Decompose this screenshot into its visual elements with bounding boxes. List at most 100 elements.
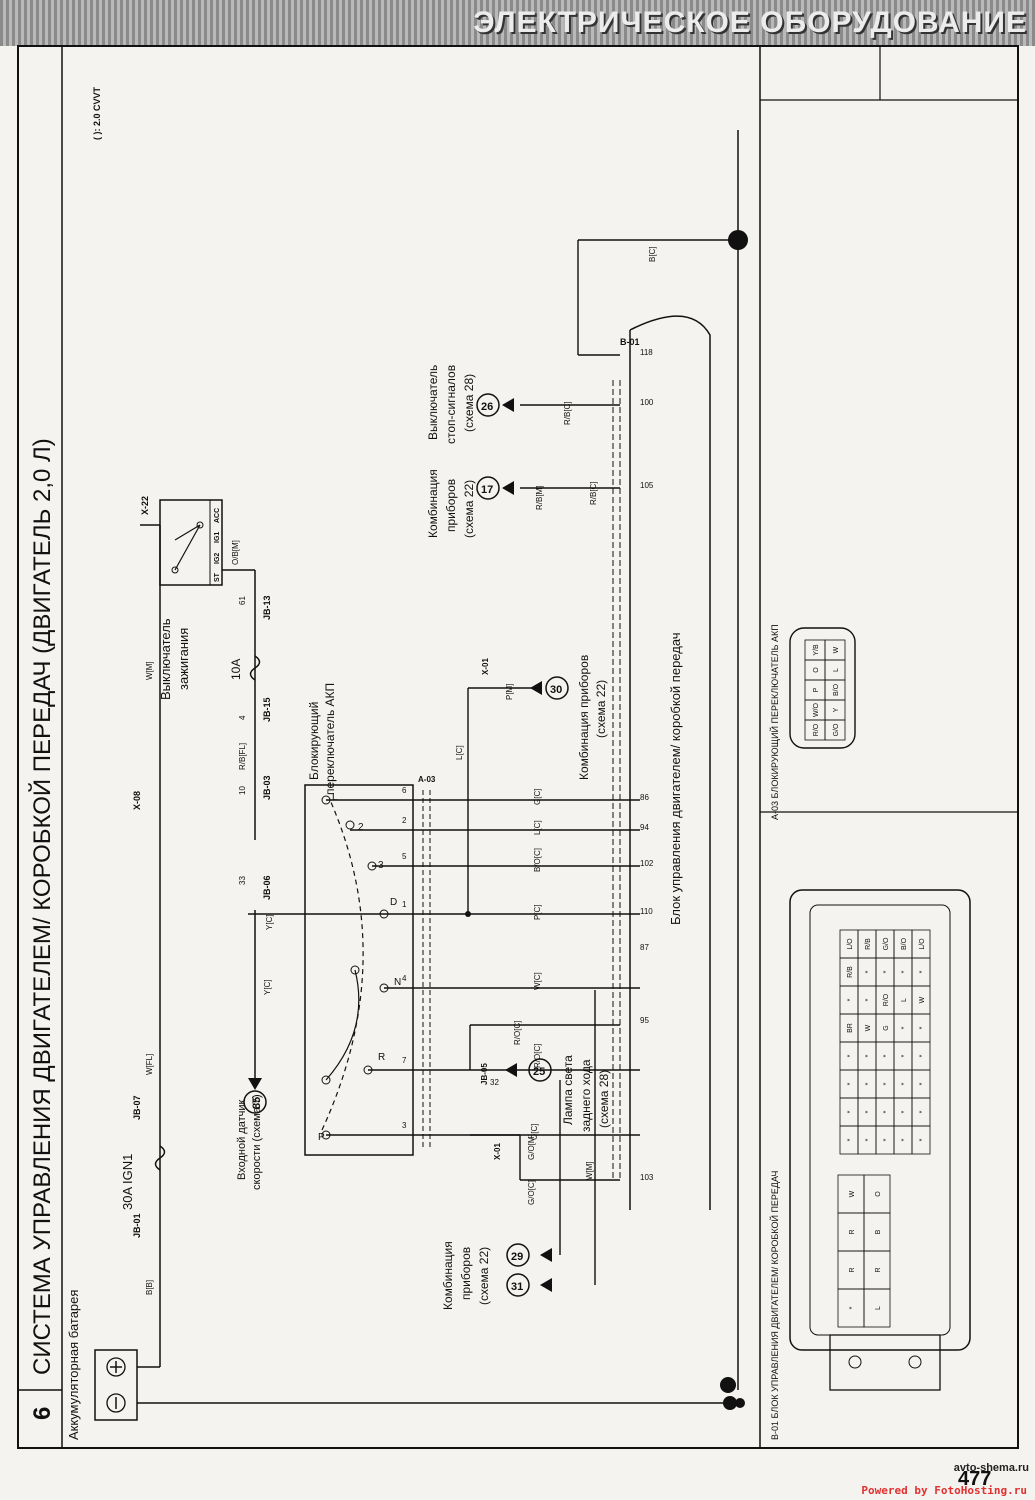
svg-text:3: 3 <box>402 1121 407 1130</box>
svg-text:P: P <box>318 1132 325 1143</box>
wire-colour-labels: O[C] R/O[C] W[C] P[C] B/O[C] L[C] G[C] <box>530 789 542 1140</box>
cluster-c-label-1: Комбинация <box>426 469 440 538</box>
svg-text:1: 1 <box>402 900 407 909</box>
wire-goc: G/O[C] <box>527 1180 536 1205</box>
svg-text:R: R <box>378 1052 385 1063</box>
b01-grid-cell-label: L <box>901 998 908 1002</box>
b01-small-cell-label: W <box>849 1190 856 1197</box>
wire-lc2: L[C] <box>455 745 464 760</box>
inhibitor-pins: 3 7 4 1 5 2 6 <box>402 786 407 1130</box>
wire-pm: P[M] <box>505 684 514 700</box>
svg-text:118: 118 <box>640 348 653 357</box>
svg-text:2: 2 <box>402 816 407 825</box>
inhibitor-arc <box>321 799 364 1131</box>
stop-switch-ref: 26 <box>481 401 493 413</box>
cluster17-arrow <box>502 481 514 495</box>
fuse-10a <box>249 655 261 681</box>
svg-text:N: N <box>394 977 401 988</box>
a03-cell-label: B/O <box>833 683 840 696</box>
b01-grid-cell-label: G <box>883 1025 890 1030</box>
svg-text:ST: ST <box>214 572 221 582</box>
pin-10: 10 <box>238 786 247 795</box>
b01-grid-cell-label: * <box>883 1110 890 1113</box>
b01-grid-cell-label: * <box>919 970 926 973</box>
contact-2 <box>345 820 355 830</box>
b01-grid-cell-label: G/O <box>883 937 890 950</box>
cluster-b-label-2: (схема 22) <box>594 680 608 738</box>
b01-grid-cell-label: R/B <box>847 966 854 978</box>
ignition-node <box>171 566 179 574</box>
cluster31-arrow <box>540 1278 552 1292</box>
svg-text:103: 103 <box>640 1173 654 1182</box>
cluster31-circle <box>506 1273 530 1297</box>
b01-grid-cell-label: * <box>919 1138 926 1141</box>
cluster-a-label-1: Комбинация <box>441 1241 455 1310</box>
a03-cell-label: L <box>833 668 840 672</box>
cluster30-junction <box>465 911 471 917</box>
wire-roc2: R/O[C] <box>513 1021 522 1045</box>
b01-small-cell-label: L <box>875 1306 882 1310</box>
cluster29-arrow <box>540 1248 552 1262</box>
ignition-label-2: зажигания <box>176 628 191 690</box>
wire-wm2: W[M] <box>585 1161 594 1180</box>
svg-text:100: 100 <box>640 398 654 407</box>
svg-text:87: 87 <box>640 943 649 952</box>
a03-cell-label: W <box>833 646 840 653</box>
svg-text:6: 6 <box>402 786 407 795</box>
reverse-lamp-label-1: Лампа света <box>561 1055 575 1125</box>
svg-text:IG2: IG2 <box>214 553 221 564</box>
jb03-label: JB-03 <box>262 775 272 800</box>
fuse-main-label: 30A IGN1 <box>120 1154 135 1210</box>
b01-hole-2 <box>908 1355 922 1369</box>
wire-b: B[B] <box>145 1280 154 1295</box>
a03-connector-view <box>789 627 856 749</box>
a03-cell-label: P <box>813 687 820 692</box>
speed-sensor-ref-circle <box>243 1090 267 1114</box>
svg-text:L: L <box>332 792 338 803</box>
wire-rbc: R/B[C] <box>589 481 598 505</box>
b01-connector-view <box>789 889 971 1351</box>
wire-rbm: R/B[M] <box>535 486 544 510</box>
x01-label-a: X-01 <box>481 658 490 675</box>
cluster-a-label-2: приборов <box>459 1247 473 1300</box>
svg-text:IG1: IG1 <box>214 532 221 543</box>
cluster-a-label-3: (схема 22) <box>477 1247 491 1305</box>
cluster31-ref: 31 <box>511 1281 523 1293</box>
b01-grid-cell-label: * <box>865 1054 872 1057</box>
svg-text:5: 5 <box>402 852 407 861</box>
jb01-label: JB-01 <box>132 1213 142 1238</box>
svg-text:G[C]: G[C] <box>533 789 542 805</box>
b01-grid-cell-label: * <box>901 1110 908 1113</box>
ecu-label: Блок управления двигателем/ коробкой пер… <box>668 632 683 925</box>
a03-cell <box>824 719 846 741</box>
stop-switch-label-3: (схема 28) <box>462 374 476 432</box>
wire-wm: W[M] <box>145 661 154 680</box>
svg-text:L[C]: L[C] <box>533 820 542 835</box>
pin-4-jb15: 4 <box>238 715 247 720</box>
b01-grid-cell-label: * <box>919 1082 926 1085</box>
b01-label: B-01 <box>620 337 640 347</box>
cluster30-arrow <box>530 681 542 695</box>
b01-grid-cell-label: * <box>919 1110 926 1113</box>
battery-label: Аккумуляторная батарея <box>66 1290 81 1440</box>
reverse-lamp-arrow <box>505 1063 517 1077</box>
b01-mount <box>829 1334 941 1391</box>
wire-yc2: Y[C] <box>265 914 274 930</box>
b01-grid-cell-label: * <box>901 1054 908 1057</box>
cluster29-circle <box>506 1243 530 1267</box>
cluster30-ref: 30 <box>550 684 562 696</box>
ground-symbol <box>735 1398 745 1408</box>
b01-grid-cell-label: B/O <box>901 937 908 950</box>
svg-text:95: 95 <box>640 1016 649 1025</box>
fuse-main <box>154 1145 166 1171</box>
a03-cell-label: O <box>813 667 820 673</box>
cluster17-circle <box>476 476 500 500</box>
a03-cell-label: Y <box>833 707 840 712</box>
page-frame <box>17 45 1019 1449</box>
fuse-10a-label: 10A <box>229 659 243 680</box>
variant-note: ( ): 2.0 CVVT <box>92 86 102 140</box>
